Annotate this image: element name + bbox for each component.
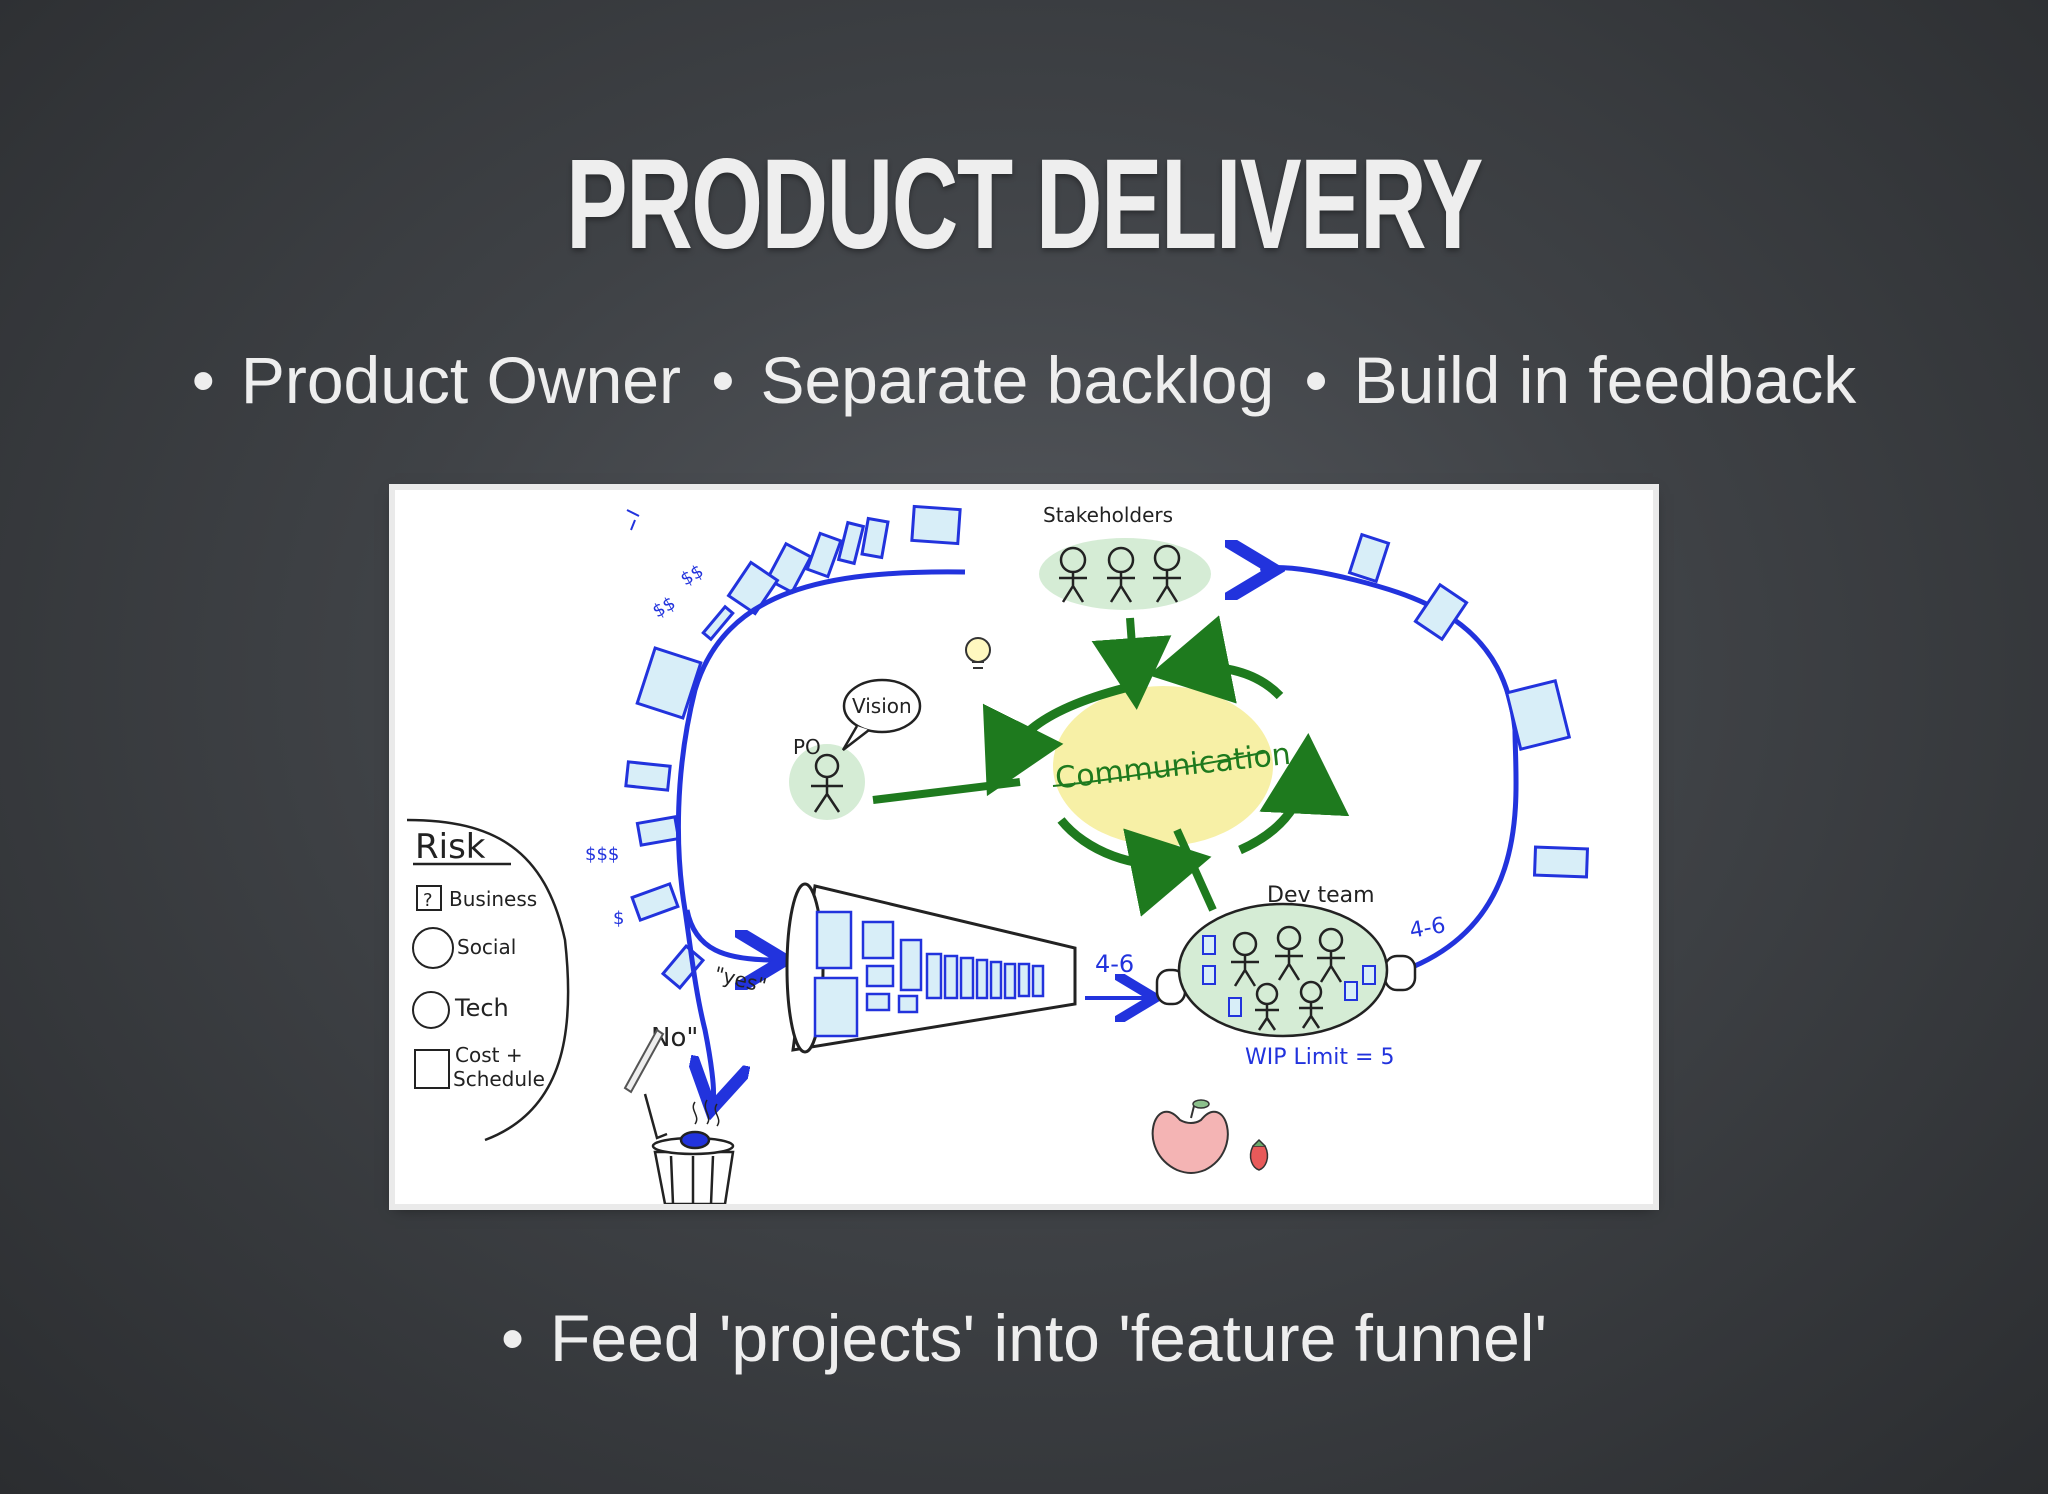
risk-label: Risk [415, 827, 486, 867]
feedback-cards [1347, 532, 1590, 879]
dev-team-label: Dev team [1267, 883, 1375, 908]
money-label-4: $ [613, 908, 624, 929]
lightbulb-icon [965, 637, 991, 669]
po-label: PO [793, 735, 821, 759]
risk-item-schedule: Schedule [453, 1067, 545, 1091]
risk-item-business: Business [449, 887, 537, 911]
wip-limit-label: WIP Limit = 5 [1245, 1045, 1394, 1070]
bullet-feed-projects: Feed 'projects' into 'feature funnel' [501, 1296, 1547, 1380]
backlog-cards [624, 504, 962, 990]
throughput-out-label: 4-6 [1408, 913, 1448, 944]
risk-panel: Risk ? Business Social Tech Cost + Sched… [406, 818, 570, 1142]
bottom-bullet-row: Feed 'projects' into 'feature funnel' [0, 1296, 2048, 1380]
question-icon: ? [423, 890, 433, 911]
strawberry-icon [1249, 1138, 1269, 1171]
stakeholders-group: Stakeholders [1039, 503, 1211, 610]
vision-label: Vision [852, 694, 912, 718]
bullet-build-in-feedback: Build in feedback [1305, 338, 1857, 422]
stakeholders-label: Stakeholders [1043, 503, 1173, 527]
feature-funnel [785, 882, 1077, 1054]
bullet-product-owner: Product Owner [192, 338, 681, 422]
product-delivery-diagram: $$ $$ $$$ $ [395, 490, 1653, 1204]
product-owner-figure: PO Vision [789, 678, 922, 820]
money-label-1: $$ [677, 561, 707, 591]
yes-label: "yes" [712, 962, 769, 998]
money-label-2: $$ [649, 593, 679, 623]
slide-title: PRODUCT DELIVERY [566, 133, 1483, 276]
throughput-in-label: 4-6 [1095, 950, 1134, 978]
risk-item-cost: Cost + [455, 1043, 523, 1067]
apple-icon [1151, 1099, 1229, 1174]
dev-team-group: Dev team WIP Limit = 5 [1155, 883, 1417, 1070]
top-bullet-row: Product Owner Separate backlog Build in … [0, 338, 2048, 422]
communication-cycle: Communication [872, 615, 1350, 917]
money-label-3: $$$ [585, 844, 619, 865]
risk-item-tech: Tech [454, 994, 509, 1022]
bullet-separate-backlog: Separate backlog [711, 338, 1274, 422]
risk-item-social: Social [457, 935, 516, 959]
trash-bin-icon [643, 1093, 735, 1204]
